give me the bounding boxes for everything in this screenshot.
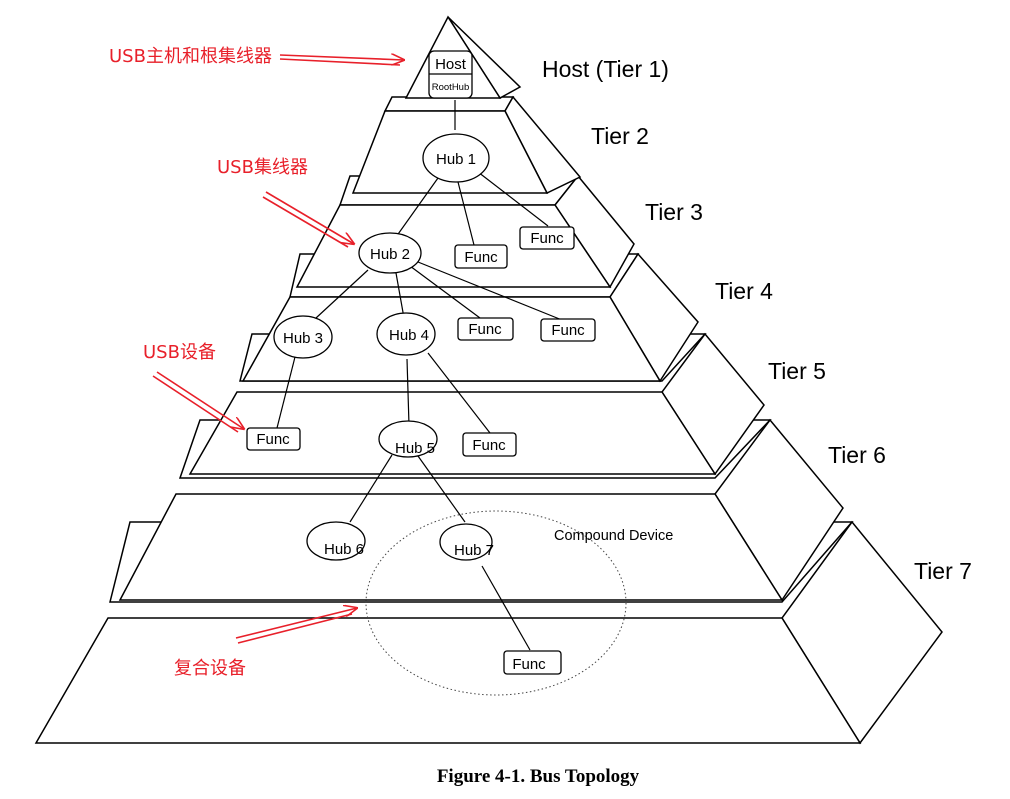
hub-1: Hub 1 bbox=[422, 133, 490, 183]
func-device-t3-a: Func bbox=[454, 244, 508, 269]
host-label: Host bbox=[435, 56, 467, 73]
annotation-usb-device-text: USB设备 bbox=[143, 342, 216, 363]
annotation-compound-device-text: 复合设备 bbox=[174, 658, 246, 679]
tier-label-4: Tier 4 bbox=[715, 278, 773, 304]
hub-5: Hub 5 bbox=[378, 420, 438, 458]
func-device-t4-b: Func bbox=[540, 318, 596, 342]
hub-3-shape bbox=[273, 315, 333, 359]
func-device-t7: Func bbox=[503, 650, 562, 675]
tier-label-6: Tier 6 bbox=[828, 442, 886, 468]
host-roothub-box: Host RootHub bbox=[428, 50, 473, 99]
hub-6-label: Hub 6 bbox=[324, 541, 364, 558]
roothub-label: RootHub bbox=[432, 82, 470, 93]
func-label: Func bbox=[530, 230, 564, 247]
func-device-t5-b: Func bbox=[462, 432, 517, 457]
hub-4: Hub 4 bbox=[376, 312, 436, 356]
annotation-arrow-icon bbox=[156, 371, 244, 429]
wire-hub7-func bbox=[481, 565, 531, 651]
hub-1-label: Hub 1 bbox=[436, 151, 476, 168]
func-label: Func bbox=[512, 656, 546, 673]
wire-hub5-hub7 bbox=[417, 455, 466, 523]
func-label: Func bbox=[472, 437, 506, 454]
tier-label-2: Tier 2 bbox=[591, 123, 649, 149]
wire-hub2-hub3 bbox=[315, 269, 369, 319]
tier-label-host: Host (Tier 1) bbox=[542, 56, 669, 82]
wire-hub2-hub4 bbox=[395, 272, 405, 319]
hub-5-label: Hub 5 bbox=[395, 440, 435, 457]
annotation-arrow-icon bbox=[262, 196, 349, 248]
func-device-t5-a: Func bbox=[246, 427, 301, 451]
bus-connections bbox=[276, 100, 563, 651]
wire-hub5-hub6 bbox=[349, 454, 393, 523]
wire-hub3-func bbox=[276, 356, 296, 429]
hub-5-shape bbox=[378, 420, 438, 458]
tier-2-top-face bbox=[383, 96, 515, 112]
tier-label-3: Tier 3 bbox=[645, 199, 703, 225]
func-label: Func bbox=[464, 249, 498, 266]
annotation-arrow-icon bbox=[279, 55, 404, 60]
hub-1-shape bbox=[422, 133, 490, 183]
hub-2-shape bbox=[358, 232, 422, 274]
hub-4-shape bbox=[376, 312, 436, 356]
tier-label-7: Tier 7 bbox=[914, 558, 972, 584]
figure-caption: Figure 4-1. Bus Topology bbox=[437, 766, 640, 787]
hub-7: Hub 7 bbox=[439, 523, 494, 561]
annotation-arrow-icon bbox=[235, 608, 357, 639]
annotation-arrow-icon bbox=[237, 613, 353, 644]
annotation-arrow-icon bbox=[265, 191, 354, 244]
annotation-host-roothub-text: USB主机和根集线器 bbox=[109, 46, 272, 67]
wire-hub2-func bbox=[409, 265, 481, 319]
annotation-usb-hub-text: USB集线器 bbox=[217, 157, 308, 178]
annotation-host-roothub: USB主机和根集线器 bbox=[109, 46, 404, 67]
hub-3: Hub 3 bbox=[273, 315, 333, 359]
func-label: Func bbox=[468, 321, 502, 338]
tier-5-front-face bbox=[188, 391, 717, 475]
hub-2: Hub 2 bbox=[358, 232, 422, 274]
hub-7-shape bbox=[439, 523, 493, 561]
wire-hub1-hub2 bbox=[395, 177, 439, 238]
annotation-compound-device: 复合设备 bbox=[174, 608, 357, 679]
func-label: Func bbox=[256, 431, 290, 448]
wire-hub2-func-2 bbox=[417, 261, 563, 321]
hub-6-shape bbox=[306, 521, 366, 561]
hub-7-label: Hub 7 bbox=[454, 542, 494, 559]
hub-6: Hub 6 bbox=[306, 521, 366, 561]
compound-device-boundary bbox=[365, 510, 627, 696]
wire-hub1-func-2 bbox=[477, 171, 549, 227]
annotation-arrow-icon bbox=[279, 58, 401, 66]
hub-4-label: Hub 4 bbox=[389, 327, 429, 344]
wire-hub4-hub5 bbox=[406, 358, 410, 426]
hub-3-label: Hub 3 bbox=[283, 330, 323, 347]
annotation-usb-device: USB设备 bbox=[143, 342, 244, 433]
annotation-arrow-icon bbox=[152, 375, 239, 433]
func-device-t3-b: Func bbox=[519, 226, 575, 250]
func-device-t4-a: Func bbox=[457, 317, 514, 341]
wire-hub1-func bbox=[457, 181, 475, 246]
tier-label-5: Tier 5 bbox=[768, 358, 826, 384]
hub-2-label: Hub 2 bbox=[370, 246, 410, 263]
func-label: Func bbox=[551, 322, 585, 339]
annotation-usb-hub: USB集线器 bbox=[217, 157, 354, 248]
wire-hub4-func bbox=[427, 352, 491, 434]
compound-device-label: Compound Device bbox=[554, 528, 673, 544]
tier-7-front-face bbox=[34, 617, 862, 744]
